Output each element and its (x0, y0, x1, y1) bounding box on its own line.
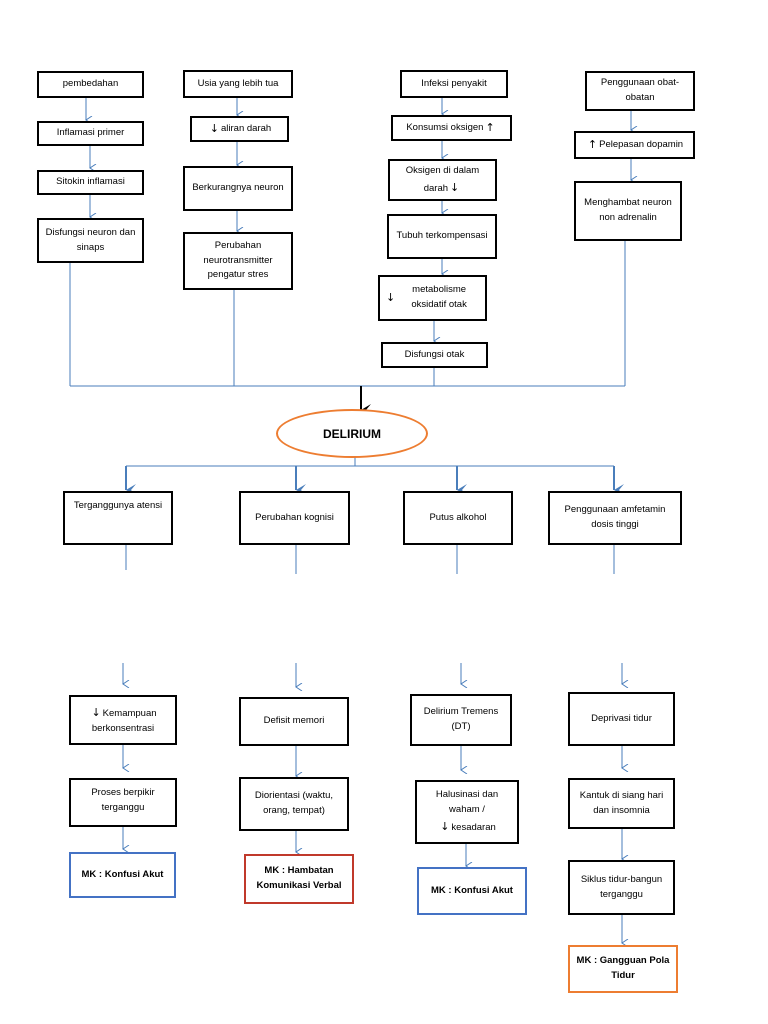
node-delirium-tremens: Delirium Tremens (DT) (410, 694, 512, 746)
node-aliran-darah: ↓aliran darah (190, 116, 289, 142)
mk-hambatan-komunikasi: MK : Hambatan Komunikasi Verbal (244, 854, 354, 904)
node-disfungsi-otak: Disfungsi otak (381, 342, 488, 368)
node-tubuh-terkompensasi: Tubuh terkompensasi (387, 214, 497, 259)
mk-gangguan-pola-tidur: MK : Gangguan Pola Tidur (568, 945, 678, 993)
arrow-up-icon: ↑ (587, 138, 598, 152)
node-sitokin-inflamasi: Sitokin inflamasi (37, 170, 144, 195)
delirium-ellipse: DELIRIUM (276, 409, 428, 458)
node-metabolisme: ↓metabolisme oksidatif otak (378, 275, 487, 321)
node-terganggunya-atensi: Terganggunya atensi (63, 491, 173, 545)
arrow-down-icon: ↓ (450, 180, 460, 194)
node-inflamasi-primer: Inflamasi primer (37, 121, 144, 146)
node-proses-berpikir: Proses berpikir terganggu (69, 778, 177, 827)
node-defisit-memori: Defisit memori (239, 697, 349, 746)
node-oksigen-darah: Oksigen di dalam darah↓ (388, 159, 497, 201)
arrow-down-icon: ↓ (209, 122, 220, 136)
node-siklus-tidur: Siklus tidur-bangun terganggu (568, 860, 675, 915)
node-putus-alkohol: Putus alkohol (403, 491, 513, 545)
node-kantuk: Kantuk di siang hari dan insomnia (568, 778, 675, 829)
arrow-up-icon: ↑ (485, 121, 495, 135)
node-penggunaan-amfetamin: Penggunaan amfetamin dosis tinggi (548, 491, 682, 545)
node-pembedahan: pembedahan (37, 71, 144, 98)
node-halusinasi: Halusinasi dan waham /↓kesadaran (415, 780, 519, 844)
node-perubahan-kognisi: Perubahan kognisi (239, 491, 350, 545)
node-perubahan-neurotransmitter: Perubahan neurotransmitter pengatur stre… (183, 232, 293, 290)
mk-konfusi-akut-1: MK : Konfusi Akut (69, 852, 176, 898)
arrow-down-icon: ↓ (91, 705, 101, 719)
mk-konfusi-akut-2: MK : Konfusi Akut (417, 867, 527, 915)
node-konsumsi-oksigen: Konsumsi oksigen↑ (391, 115, 512, 141)
node-disfungsi-neuron: Disfungsi neuron dan sinaps (37, 218, 144, 263)
node-infeksi-penyakit: Infeksi penyakit (400, 70, 508, 98)
node-usia: Usia yang lebih tua (183, 70, 293, 98)
arrow-down-icon: ↓ (386, 291, 396, 305)
node-pelepasan-dopamin: ↑Pelepasan dopamin (574, 131, 695, 159)
node-deprivasi-tidur: Deprivasi tidur (568, 692, 675, 746)
node-berkurangnya-neuron: Berkurangnya neuron (183, 166, 293, 211)
node-penggunaan-obat: Penggunaan obat-obatan (585, 71, 695, 111)
arrow-down-icon: ↓ (440, 819, 450, 833)
node-kemampuan-berkonsentrasi: ↓Kemampuan berkonsentrasi (69, 695, 177, 745)
node-diorientasi: Diorientasi (waktu, orang, tempat) (239, 777, 349, 831)
node-menghambat-neuron: Menghambat neuron non adrenalin (574, 181, 682, 241)
